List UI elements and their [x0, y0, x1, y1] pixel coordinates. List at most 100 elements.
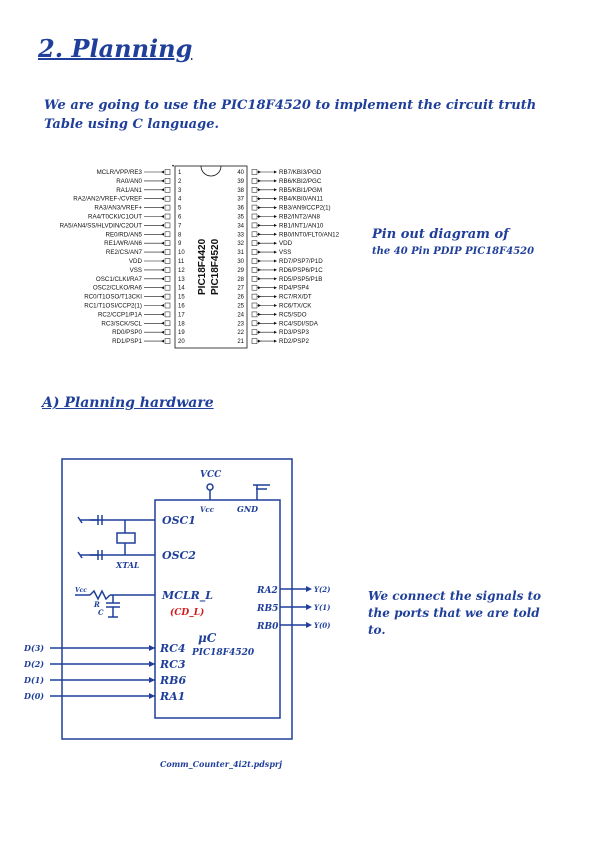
pin-arrow: [258, 250, 261, 254]
pin1-marker: •: [172, 164, 174, 170]
pin-label: RB2/INT2/AN8: [279, 214, 320, 221]
pin-pad: [251, 258, 258, 264]
pin-arrow: [274, 188, 277, 192]
pin-number: 33: [237, 232, 244, 238]
pin-arrow: [258, 268, 261, 272]
pin-pad: [251, 178, 258, 184]
pin-pad: [164, 293, 171, 300]
pin-label: RA0/AN0: [116, 178, 142, 185]
in-pin-ra1: RA1: [159, 690, 185, 703]
vcc-label: VCC: [200, 470, 222, 480]
pin-number: 35: [237, 215, 244, 221]
pin-number: 1: [178, 170, 182, 176]
schematic-note: We connect the signals to the ports that…: [368, 589, 542, 637]
pin-number: 25: [237, 304, 244, 310]
gnd-label: GND: [237, 504, 258, 514]
pin-arrow: [258, 312, 261, 316]
pin-label: RD4/PSP4: [279, 285, 309, 292]
pin-arrow: [274, 268, 277, 272]
pin-pad: [251, 222, 258, 229]
pin-arrow: [161, 330, 164, 334]
pin-pad: [164, 258, 171, 264]
pin-arrow: [274, 223, 277, 227]
pin-arrow: [161, 223, 164, 227]
pin-label: RA5/AN4/SS/HLVDIN/C2OUT: [60, 222, 142, 229]
pin-pad: [251, 311, 258, 318]
pin-pad: [164, 320, 171, 327]
crystal: [116, 532, 136, 544]
pin-label: RD3/PSP3: [279, 329, 309, 336]
resistor-label: R: [93, 600, 100, 609]
cd-l-label: (CD_L): [170, 607, 204, 618]
pin-pad: [251, 249, 258, 255]
hardware-schematic: VCC Vcc GND OSC1 OSC2 XTAL Vcc R C MCLR_…: [23, 458, 331, 769]
pin-number: 16: [178, 304, 185, 310]
pin-pad: [164, 204, 171, 211]
pin-label: RB4/KBI0/AN11: [279, 196, 323, 203]
out-pin-rb5: RB5: [256, 604, 278, 614]
section-title-text: 2. Planning: [38, 34, 193, 63]
pin-arrow: [161, 250, 164, 254]
pin-label: OSC2/CLKO/RA6: [93, 285, 143, 292]
pin-arrow: [274, 170, 277, 174]
in-signal-d0: D(0): [23, 691, 44, 701]
pin-number: 27: [237, 286, 244, 292]
pin-number: 39: [237, 179, 244, 185]
out-pin-ra2: RA2: [256, 586, 278, 596]
pin-pad: [164, 302, 171, 309]
chip-label-4420: PIC18F4420: [197, 238, 208, 295]
vcc-node: [206, 483, 214, 491]
pin-arrow: [274, 197, 277, 201]
pin-arrow: [274, 286, 277, 290]
project-file-label: Comm_Counter_4i2t.pdsprj: [160, 759, 282, 769]
pin-number: 40: [237, 170, 244, 176]
pin-pad: [251, 240, 258, 246]
pin-arrow: [274, 304, 277, 307]
pin-number: 5: [178, 206, 182, 212]
pin-label: RB3/AN9/CCP2(1): [279, 205, 331, 212]
pin-label: RC7/RX/DT: [279, 294, 312, 301]
pin-pad: [251, 195, 258, 202]
chip-label-4520: PIC18F4520: [210, 238, 221, 295]
pin-number: 23: [237, 321, 244, 327]
pin-label: MCLR/VPP/RE3: [97, 169, 143, 176]
pin-arrow: [161, 170, 164, 174]
pin-number: 34: [237, 223, 244, 229]
pin-arrow: [258, 241, 261, 245]
pin-pad: [251, 338, 258, 344]
pin-arrow: [258, 330, 261, 334]
pin-arrow: [258, 170, 261, 174]
pin-label: RC6/TX/CK: [279, 303, 312, 310]
osc2-label: OSC2: [162, 549, 196, 562]
pin-arrow: [258, 197, 261, 201]
pin-arrow: [258, 295, 261, 299]
pin-arrow: [161, 321, 164, 325]
pin-pad: [251, 213, 258, 220]
pinout-note: Pin out diagram of the 40 Pin PDIP PIC18…: [372, 226, 542, 260]
pinout-note-line2: the 40 Pin PDIP PIC18F4520: [372, 246, 535, 257]
pin-pad: [251, 293, 258, 300]
pin-arrow: [161, 339, 164, 343]
pin-arrow: [274, 241, 277, 245]
pin-pad: [164, 267, 171, 273]
pin-arrow: [161, 295, 164, 299]
pinout-note-line1: Pin out diagram of: [372, 227, 509, 242]
pin-arrow: [274, 250, 277, 254]
pin-pad: [164, 169, 171, 175]
pin-label: RB6/KBI2/PGC: [279, 178, 322, 185]
pin-arrow: [258, 304, 261, 307]
mcu-vcc-label: Vcc: [200, 505, 215, 514]
